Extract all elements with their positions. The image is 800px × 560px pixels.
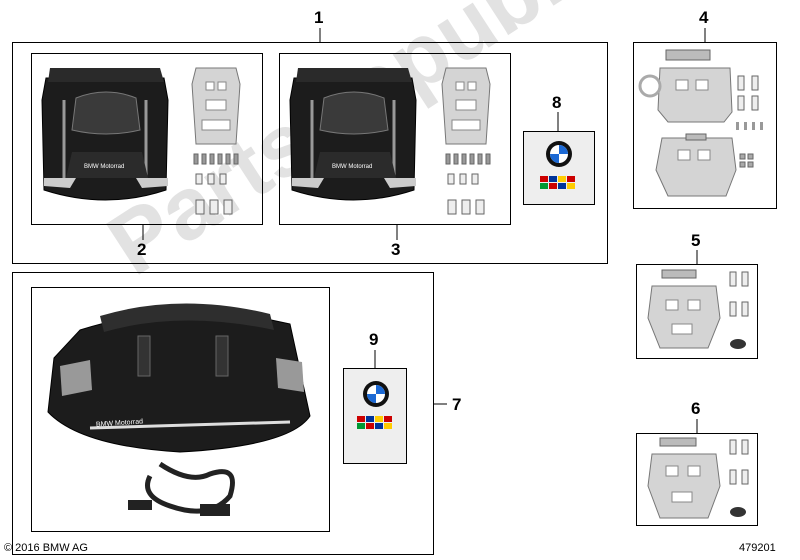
frame-4 bbox=[633, 42, 777, 209]
copyright: © 2016 BMW AG bbox=[4, 542, 88, 554]
callout-2[interactable]: 2 bbox=[137, 240, 147, 259]
mounting-bracket-kit-4 bbox=[638, 49, 763, 197]
callout-1[interactable]: 1 bbox=[314, 8, 324, 27]
frame-7-inner bbox=[31, 287, 330, 532]
callout-7[interactable]: 7 bbox=[452, 395, 462, 414]
callout-4[interactable]: 4 bbox=[699, 8, 709, 27]
tank-bag-illustration-2 bbox=[41, 68, 169, 201]
frame-3 bbox=[279, 53, 511, 225]
callout-9[interactable]: 9 bbox=[369, 330, 379, 349]
bmw-logo-9 bbox=[363, 381, 389, 407]
frame-6 bbox=[636, 433, 758, 526]
bag-brand-label-3: BMW Motorrad bbox=[332, 164, 373, 170]
mounting-bracket-kit-5 bbox=[647, 269, 749, 349]
callout-3[interactable]: 3 bbox=[391, 240, 401, 259]
flags-9 bbox=[357, 416, 392, 429]
bmw-logo-8 bbox=[546, 141, 572, 167]
mounting-plate-2 bbox=[191, 67, 241, 145]
frame-7 bbox=[12, 272, 434, 555]
hardware-screws-3 bbox=[445, 153, 491, 215]
frame-2 bbox=[31, 53, 263, 225]
callout-5[interactable]: 5 bbox=[691, 231, 701, 250]
tank-bag-illustration-3 bbox=[289, 68, 417, 201]
bag-brand-label-2: BMW Motorrad bbox=[84, 164, 125, 170]
diagram-number: 479201 bbox=[739, 542, 776, 554]
flags-8 bbox=[540, 176, 575, 189]
callout-6[interactable]: 6 bbox=[691, 399, 701, 418]
mounting-plate-3 bbox=[441, 67, 491, 145]
tail-bag-illustration-7 bbox=[47, 303, 311, 516]
frame-5 bbox=[636, 264, 758, 359]
callout-8[interactable]: 8 bbox=[552, 93, 562, 112]
mounting-bracket-kit-6 bbox=[647, 437, 749, 519]
frame-1 bbox=[12, 42, 608, 264]
hardware-screws-2 bbox=[193, 153, 239, 215]
